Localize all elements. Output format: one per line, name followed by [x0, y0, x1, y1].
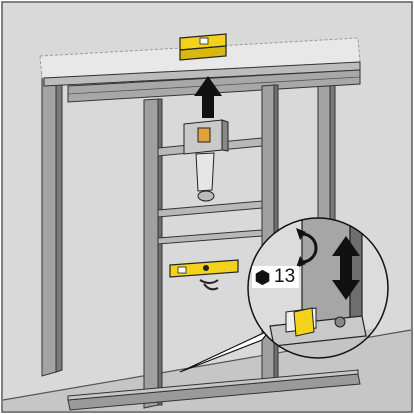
- wrench-size-label: 13: [274, 266, 296, 287]
- valve-box: [183, 119, 229, 202]
- wrench-size-callout: 13: [252, 266, 300, 288]
- detail-magnifier: [247, 217, 389, 359]
- module-frame: [143, 84, 279, 409]
- floor-rail: [67, 369, 361, 411]
- spirit-level-top: [179, 33, 227, 61]
- spirit-level-lower: [169, 259, 239, 291]
- left-frame-post: [41, 61, 63, 377]
- up-arrow: [194, 76, 222, 118]
- hex-nut-icon: [254, 269, 271, 286]
